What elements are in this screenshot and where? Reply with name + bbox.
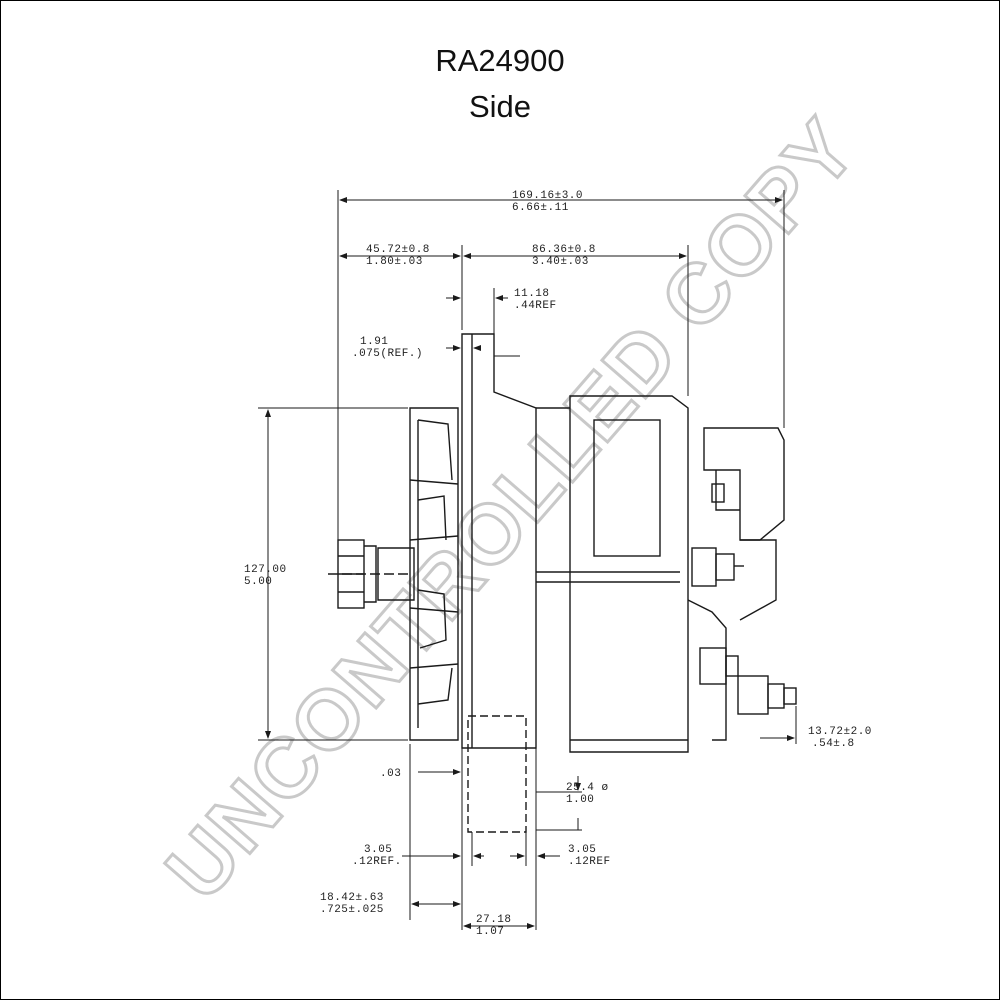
ear-offset-in: .44REF [514, 300, 557, 312]
height-in: 5.00 [244, 576, 272, 588]
alternator-outline [328, 333, 797, 833]
mount-offset-in: .725±.025 [320, 904, 384, 916]
bushing-dia-in: 1.00 [566, 794, 594, 806]
small-gap: .03 [380, 768, 401, 780]
dimension-labels: 169.16±3.0 6.66±.11 45.72±0.8 1.80±.03 8… [244, 190, 872, 938]
ear-offset-mm: 11.18 [514, 288, 550, 300]
dimension-lines [258, 190, 797, 930]
mount-width-mm: 27.18 [476, 914, 512, 926]
body-length-in: 3.40±.03 [532, 256, 589, 268]
front-length-mm: 45.72±0.8 [366, 244, 430, 256]
height-mm: 127.00 [244, 564, 287, 576]
view-title: Side [468, 89, 532, 124]
right-gap-in: .12REF [568, 856, 611, 868]
output-terminal [737, 675, 797, 715]
mount-offset-mm: 18.42±.63 [320, 892, 384, 904]
overall-length-in: 6.66±.11 [512, 202, 569, 214]
body-length-mm: 86.36±0.8 [532, 244, 596, 256]
regulator [687, 427, 785, 741]
front-length-in: 1.80±.03 [366, 256, 423, 268]
left-gap-in: .12REF. [352, 856, 402, 868]
left-gap-mm: 3.05 [364, 844, 392, 856]
part-number-title: RA24900 [435, 43, 565, 78]
terminal-in: .54±.8 [812, 738, 855, 750]
terminal-mm: 13.72±2.0 [808, 726, 872, 738]
rear-housing [536, 395, 689, 753]
watermark: UNCONTROLLED COPY [148, 100, 875, 916]
mount-width-in: 1.07 [476, 926, 504, 938]
mounting-ear [467, 715, 527, 833]
bushing-dia-mm: 25.4 ø [566, 782, 609, 794]
fan-assembly [377, 407, 459, 741]
flange-mm: 1.91 [360, 336, 388, 348]
shaft-nut [328, 539, 410, 609]
flange-in: .075(REF.) [352, 348, 423, 360]
overall-length-mm: 169.16±3.0 [512, 190, 583, 202]
right-gap-mm: 3.05 [568, 844, 596, 856]
